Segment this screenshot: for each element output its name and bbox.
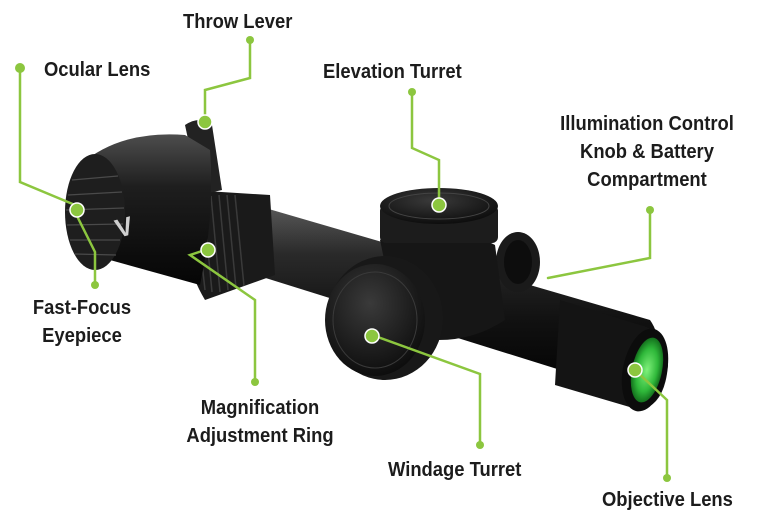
objective-end-dot — [663, 474, 671, 482]
objective-lens-label: Objective Lens — [602, 489, 733, 511]
fast-focus-label-line2: Eyepiece — [42, 325, 122, 347]
magnification-label-line2: Adjustment Ring — [186, 425, 334, 447]
ocular-lens-label: Ocular Lens — [44, 59, 151, 81]
ocular-lens-target-dot — [69, 202, 85, 218]
fast-focus-dot — [91, 281, 99, 289]
illumination-label-line3: Compartment — [587, 169, 707, 191]
fast-focus-label-line1: Fast-Focus — [32, 297, 132, 319]
illumination-label: Illumination Control Knob & Battery Comp… — [532, 110, 762, 194]
windage-turret-dot — [364, 328, 380, 344]
ocular-lens-line — [18, 66, 77, 207]
elevation-turret-label: Elevation Turret — [323, 61, 462, 83]
windage-turret-label: Windage Turret — [388, 459, 522, 481]
objective-lens-line — [633, 368, 669, 480]
elevation-end-dot — [408, 88, 416, 96]
throw-lever-end-dot — [246, 36, 254, 44]
objective-lens-glass — [630, 337, 664, 403]
elevation-turret-line — [410, 90, 441, 207]
throw-lever-dot — [197, 114, 213, 130]
illumination-dot — [646, 206, 654, 214]
windage-end-dot — [476, 441, 484, 449]
illumination-label-line2: Knob & Battery — [580, 141, 714, 163]
illumination-label-line1: Illumination Control — [560, 113, 734, 135]
fast-focus-ring — [65, 154, 125, 270]
windage-turret-cap — [325, 264, 425, 376]
magnification-label: Magnification Adjustment Ring — [168, 394, 352, 450]
objective-lens-dot — [627, 362, 643, 378]
fast-focus-label: Fast-Focus Eyepiece — [18, 294, 147, 350]
magnification-line — [187, 248, 257, 384]
magnification-dot — [200, 242, 216, 258]
throw-lever-line — [203, 38, 252, 124]
fast-focus-line — [73, 210, 97, 287]
windage-turret-line — [373, 334, 482, 447]
illumination-line — [546, 208, 652, 280]
elevation-turret-dot — [431, 197, 447, 213]
magnification-end-dot — [251, 378, 259, 386]
ocular-lens-dot — [15, 63, 25, 73]
magnification-label-line1: Magnification — [200, 397, 320, 419]
throw-lever-label: Throw Lever — [183, 11, 293, 33]
